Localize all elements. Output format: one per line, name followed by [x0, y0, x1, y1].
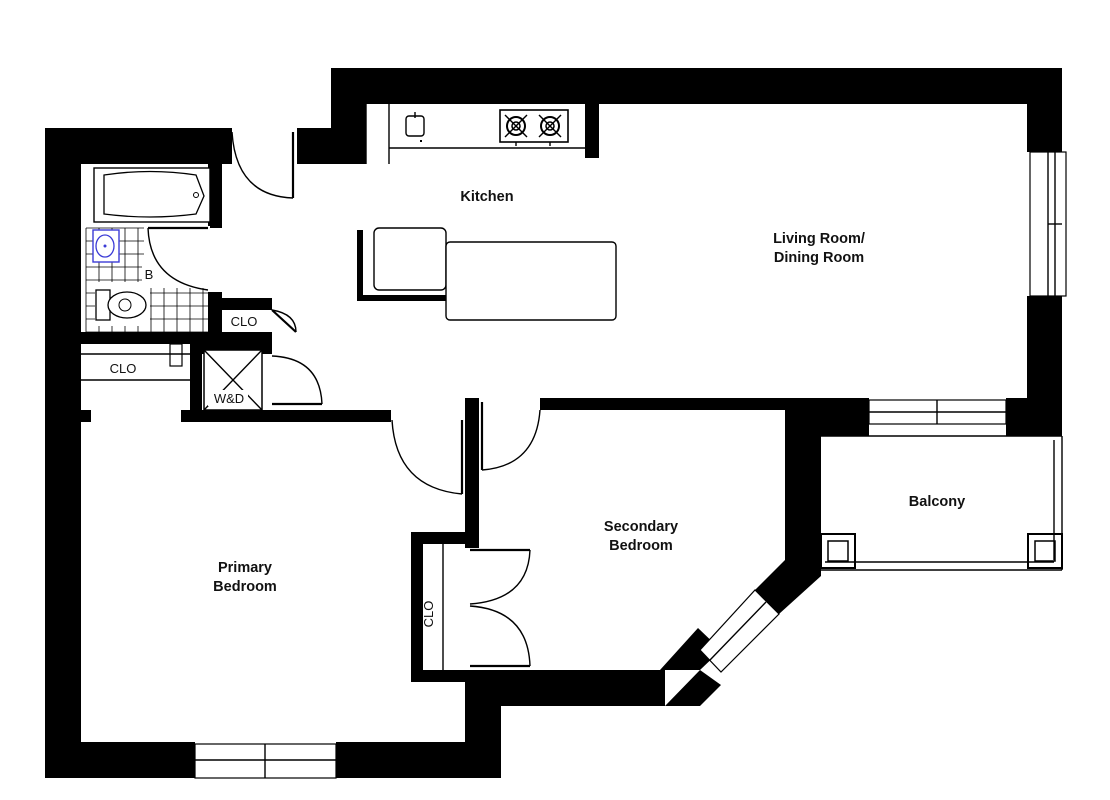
label-washer-dryer: W&D	[214, 391, 244, 406]
toilet-icon	[95, 289, 147, 321]
label-secondary-line2: Bedroom	[609, 538, 673, 554]
label-closet-hall: CLO	[231, 314, 258, 329]
label-primary-line1: Primary	[218, 560, 272, 576]
label-primary-line2: Bedroom	[213, 579, 277, 595]
label-living-line2: Dining Room	[774, 250, 864, 266]
room-labels: Kitchen Living Room/ Dining Room Primary…	[213, 189, 965, 595]
kitchen-counter	[365, 104, 585, 164]
secondary-bedroom-door	[480, 402, 541, 471]
label-closet-primary: CLO	[110, 361, 137, 376]
hall-closet-primary	[81, 343, 190, 381]
balcony-outline	[820, 435, 1063, 571]
hall-closet-door	[271, 309, 297, 333]
label-balcony: Balcony	[909, 494, 965, 510]
small-labels: B CLO CLO CLO W&D	[110, 266, 436, 627]
windows	[194, 151, 1067, 779]
walls	[45, 68, 1062, 778]
balcony-post	[820, 533, 856, 569]
washer-dryer-door	[271, 355, 323, 406]
kitchen-sink-icon	[405, 115, 425, 137]
primary-bedroom-door	[391, 419, 464, 495]
bathtub-icon	[93, 167, 211, 223]
label-secondary-line1: Secondary	[604, 519, 678, 535]
bathroom-sink-icon	[92, 229, 120, 263]
label-closet-secondary: CLO	[421, 601, 436, 628]
label-kitchen: Kitchen	[460, 189, 513, 205]
label-living-line1: Living Room/	[773, 231, 865, 247]
secondary-closet-doors	[442, 544, 531, 670]
cooktop-icon	[499, 109, 569, 146]
label-bath: B	[145, 267, 154, 282]
entry-door	[231, 131, 295, 199]
balcony-post	[1027, 533, 1063, 569]
kitchen-island	[357, 227, 617, 321]
